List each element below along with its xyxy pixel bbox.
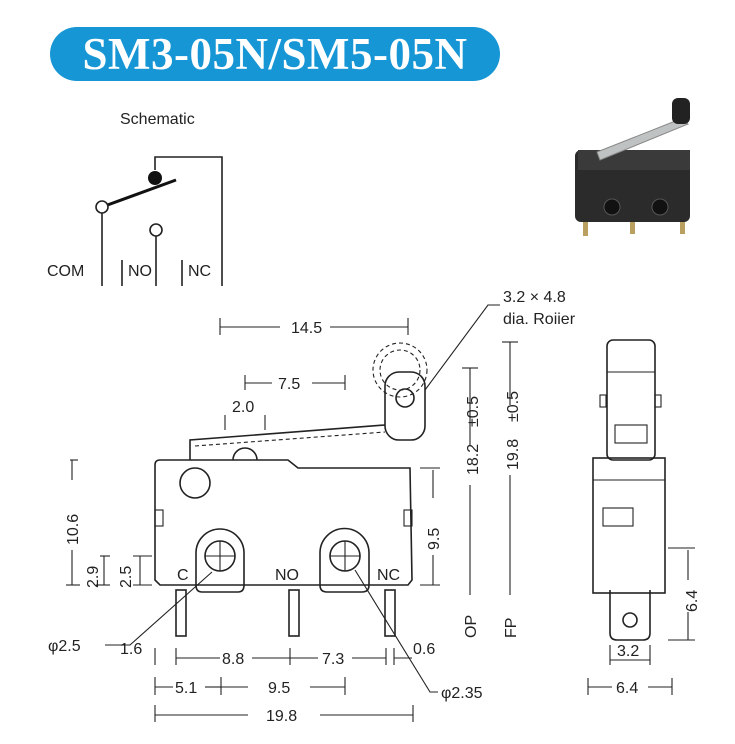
- op-label: OP: [463, 615, 480, 638]
- dim-9-5-height: 9.5: [426, 528, 443, 550]
- contact-dot: [148, 171, 162, 185]
- fp-tolerance: ±0.5: [505, 391, 522, 422]
- side-pin-height: 6.4: [684, 590, 701, 612]
- dim-14-5: 14.5: [291, 320, 322, 337]
- dim-19-8-width: 19.8: [266, 708, 297, 725]
- schematic-nc: NC: [188, 263, 211, 280]
- terminal-nc: NC: [377, 567, 400, 584]
- dim-2-0: 2.0: [232, 399, 254, 416]
- terminal-c: C: [177, 567, 189, 584]
- dim-8-8: 8.8: [222, 651, 244, 668]
- side-width: 6.4: [616, 680, 638, 697]
- dim-19-8-fp: 19.8: [505, 439, 522, 470]
- schematic-label: Schematic: [120, 111, 195, 128]
- dim-2-5: 2.5: [118, 566, 135, 588]
- side-pin-width: 3.2: [617, 643, 639, 660]
- dim-0-6: 0.6: [413, 641, 435, 658]
- op-tolerance: ±0.5: [465, 396, 482, 427]
- dim-1-6: 1.6: [120, 641, 142, 658]
- dim-7-5: 7.5: [278, 376, 300, 393]
- schematic-com: COM: [47, 263, 84, 280]
- roller-note: dia. Roiier: [503, 311, 576, 328]
- hole-dia-left: φ2.5: [48, 638, 81, 655]
- hole-dia-right: φ2.35: [441, 685, 483, 702]
- fp-label: FP: [503, 618, 520, 638]
- dim-5-1: 5.1: [175, 680, 197, 697]
- dim-10-6: 10.6: [65, 514, 82, 545]
- front-view: [66, 304, 518, 722]
- roller-size: 3.2 × 4.8: [503, 289, 566, 306]
- product-photo: [575, 98, 690, 236]
- schematic-no: NO: [128, 263, 152, 280]
- side-view: [587, 339, 695, 695]
- dim-2-9: 2.9: [85, 566, 102, 588]
- dim-7-3: 7.3: [322, 651, 344, 668]
- schematic-diagram: [95, 156, 223, 286]
- title-badge: SM3-05N/SM5-05N: [50, 27, 500, 81]
- title: SM3-05N/SM5-05N: [82, 29, 468, 79]
- terminal-no: NO: [275, 567, 299, 584]
- dim-9-5-width: 9.5: [268, 680, 290, 697]
- dim-18-2: 18.2: [465, 444, 482, 475]
